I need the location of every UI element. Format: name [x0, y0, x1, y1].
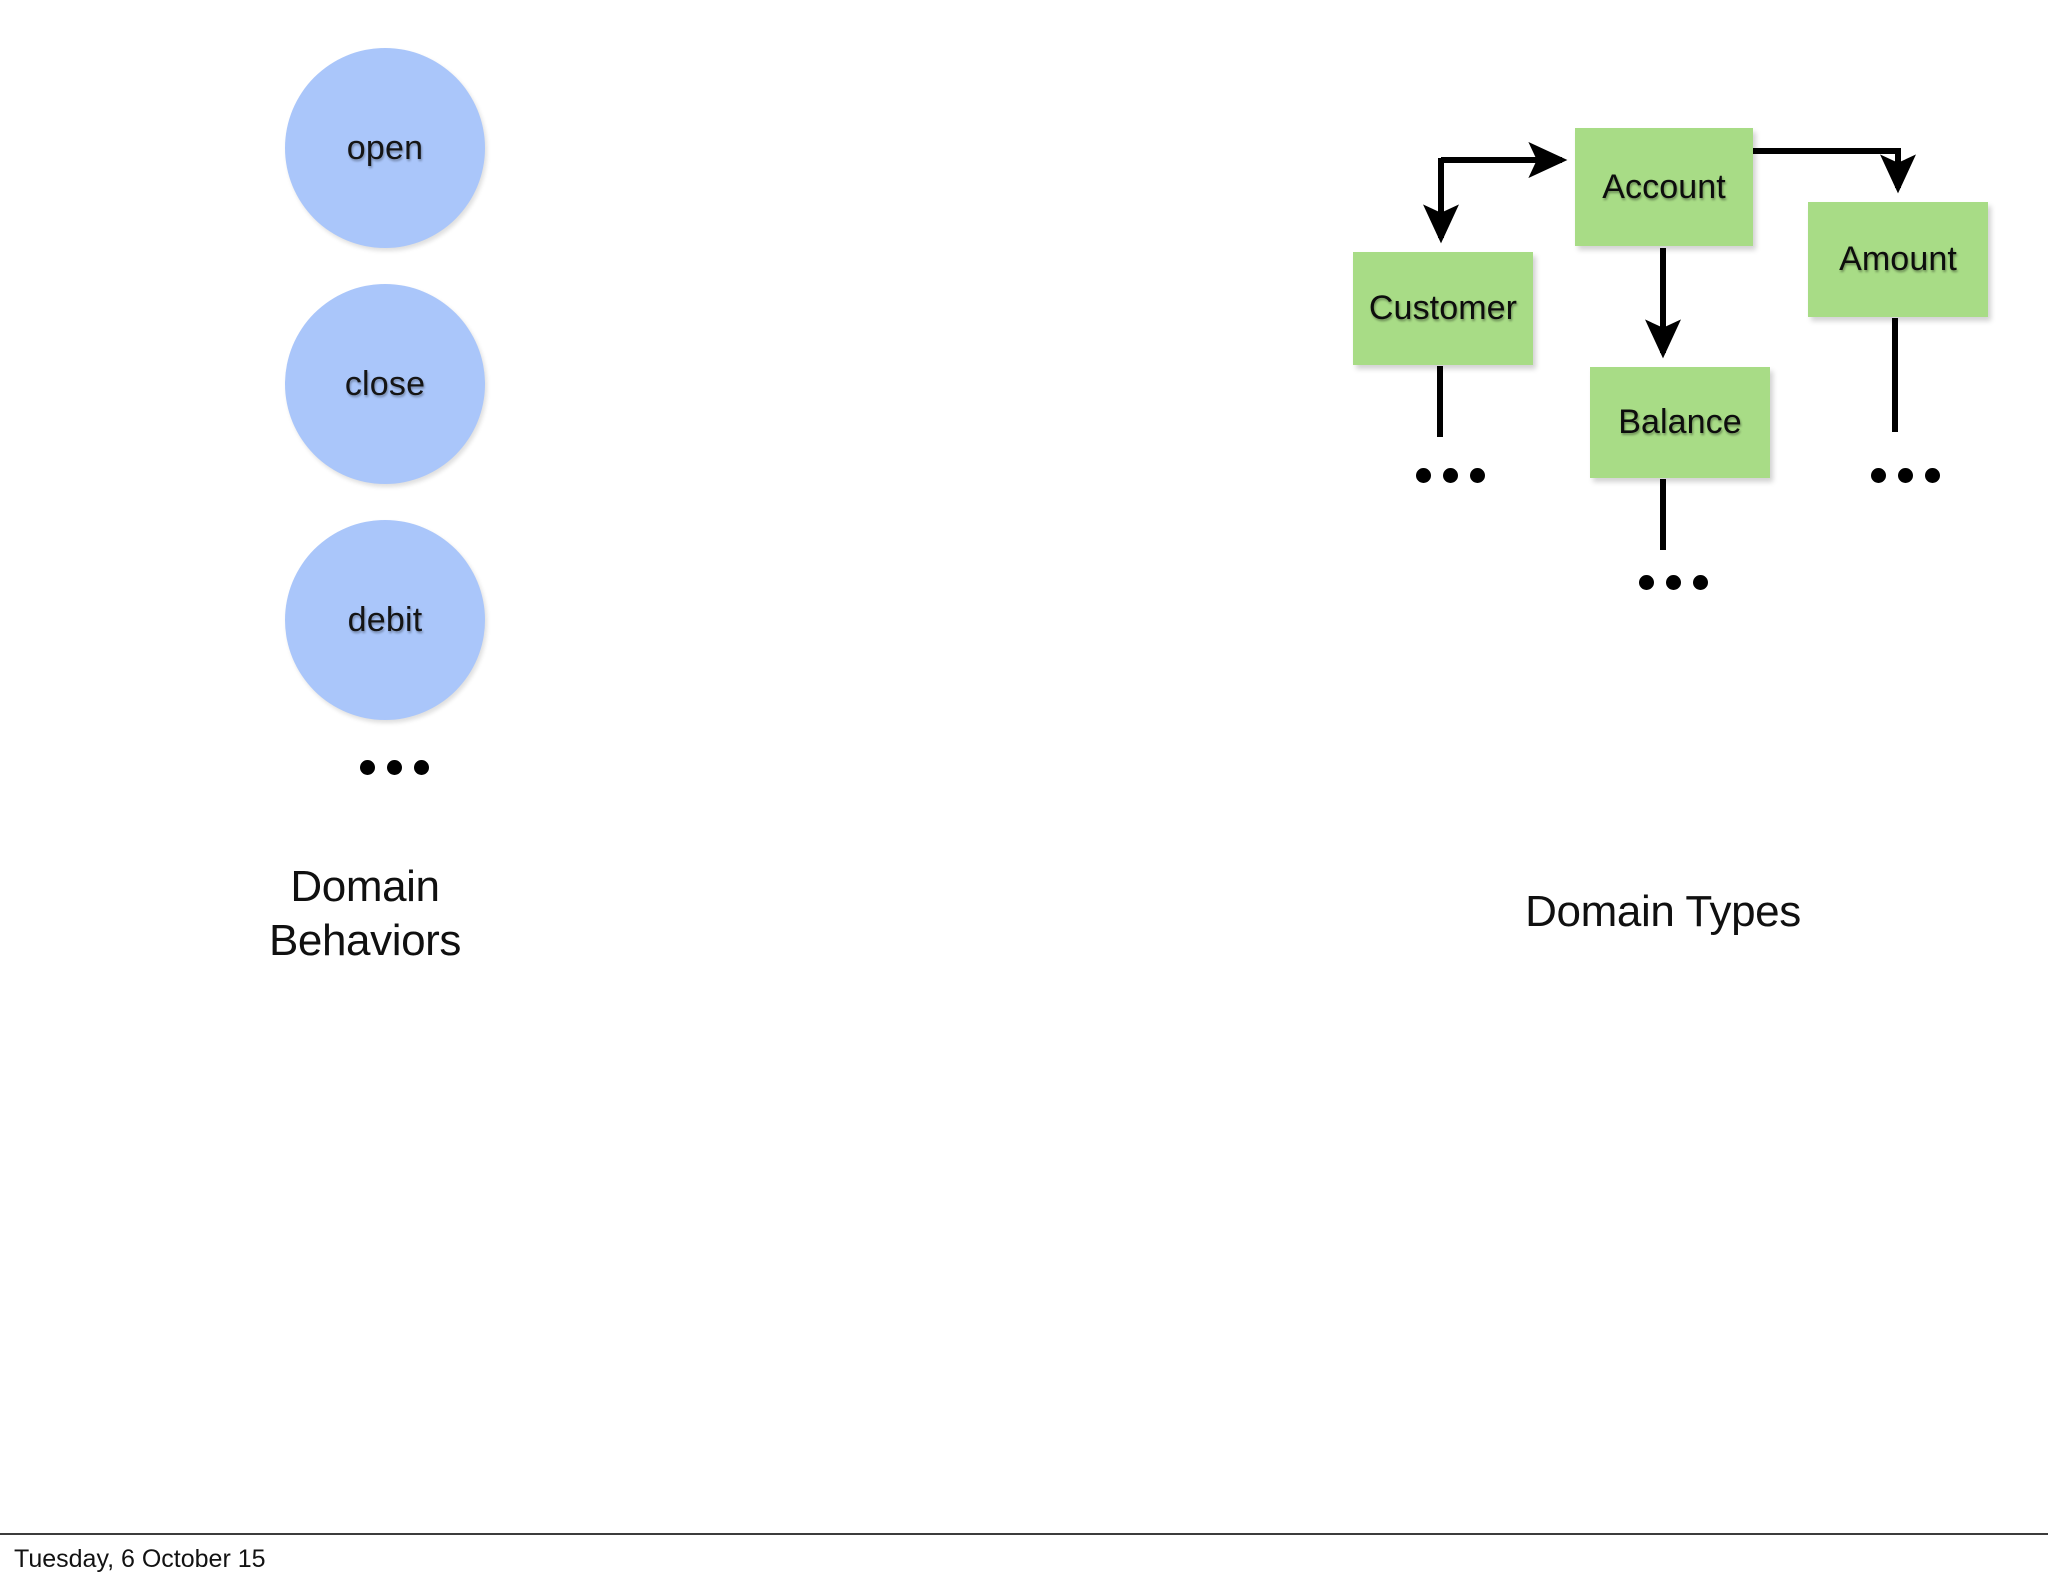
type-box-balance[interactable]: Balance — [1590, 367, 1770, 478]
type-box-label: Amount — [1839, 240, 1957, 278]
behavior-label: debit — [347, 600, 423, 639]
ellipsis-dot — [1925, 468, 1940, 483]
behavior-circle-close[interactable]: close — [285, 284, 485, 484]
behaviors-ellipsis — [360, 760, 429, 775]
ellipsis-dot — [1898, 468, 1913, 483]
type-box-account[interactable]: Account — [1575, 128, 1753, 246]
ellipsis-dot — [414, 760, 429, 775]
ellipsis-dot — [1871, 468, 1886, 483]
ellipsis-dot — [1443, 468, 1458, 483]
amount-ellipsis — [1871, 468, 1940, 483]
domain-behaviors-caption: Domain Behaviors — [150, 865, 580, 973]
ellipsis-dot — [387, 760, 402, 775]
caption-line-2: Behaviors — [268, 916, 462, 965]
ellipsis-dot — [1666, 575, 1681, 590]
connector-account-to-amount — [1753, 148, 1916, 194]
type-box-label: Customer — [1368, 289, 1518, 327]
type-box-amount[interactable]: Amount — [1808, 202, 1988, 317]
type-box-customer[interactable]: Customer — [1353, 252, 1533, 365]
behavior-circle-open[interactable]: open — [285, 48, 485, 248]
domain-types-caption: Domain Types — [1403, 890, 1923, 944]
footer-divider — [0, 1533, 2048, 1535]
ellipsis-dot — [1693, 575, 1708, 590]
ellipsis-dot — [1416, 468, 1431, 483]
caption-line-1: Domain — [290, 862, 440, 911]
balance-ellipsis — [1639, 575, 1708, 590]
ellipsis-dot — [360, 760, 375, 775]
caption-line-1: Domain Types — [1525, 887, 1801, 936]
type-box-label: Account — [1602, 167, 1726, 206]
behavior-label: open — [346, 128, 424, 167]
behavior-label: close — [344, 364, 426, 403]
type-box-label: Balance — [1618, 403, 1742, 441]
behavior-circle-debit[interactable]: debit — [285, 520, 485, 720]
ellipsis-dot — [1470, 468, 1485, 483]
customer-ellipsis — [1416, 468, 1485, 483]
ellipsis-dot — [1639, 575, 1654, 590]
footer-date: Tuesday, 6 October 15 — [14, 1545, 266, 1573]
